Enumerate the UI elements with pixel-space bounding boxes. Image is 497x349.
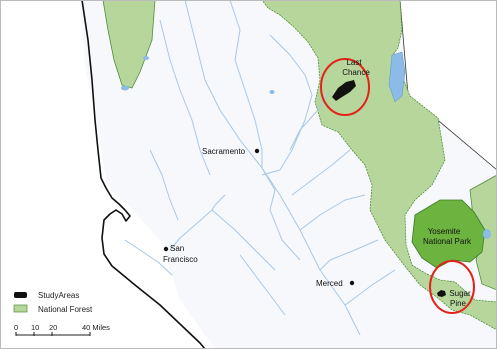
last-chance-label-line2: Chance	[342, 68, 370, 77]
scale-tick-0: 0	[14, 323, 18, 332]
scale-tick-10: 10	[31, 323, 39, 332]
merced-marker	[349, 280, 355, 286]
coastline	[81, 0, 206, 349]
lake-small-2	[143, 56, 149, 60]
sacramento-marker	[254, 148, 260, 154]
sugar-pine-study-area	[437, 290, 446, 297]
rivers	[124, 0, 396, 336]
sugar-pine-highlight-circle	[429, 260, 475, 314]
san-francisco-marker	[163, 246, 169, 252]
lake-east	[483, 229, 491, 239]
merced-label: Merced	[316, 279, 343, 288]
yosemite-label-line2: National Park	[423, 237, 472, 246]
san-francisco-label-line1: San	[170, 244, 184, 253]
scale-bar: 0 10 20 40 Miles	[14, 323, 110, 336]
lake-tahoe	[388, 51, 406, 103]
san-francisco-label-line2: Francisco	[163, 255, 198, 264]
lake-small-3	[269, 90, 275, 94]
sugar-pine-label-line1: Sugar	[449, 289, 471, 298]
lake-small-1	[121, 85, 129, 91]
last-chance-label-line1: Last	[346, 58, 362, 67]
yosemite-national-park	[411, 199, 486, 269]
last-chance-highlight-circle	[320, 58, 370, 116]
legend: StudyAreas National Forest	[13, 291, 93, 314]
scale-tick-40: 40 Miles	[82, 323, 110, 332]
sugar-pine-label-line2: Pine	[450, 299, 467, 308]
last-chance-study-area	[332, 80, 356, 101]
yosemite-label-line1: Yosemite	[428, 227, 461, 236]
legend-national-forest-label: National Forest	[38, 305, 93, 314]
sacramento-label: Sacramento	[202, 147, 246, 156]
national-forest-north-coast	[102, 0, 156, 89]
legend-study-areas-swatch	[14, 292, 27, 298]
scale-tick-20: 20	[49, 323, 57, 332]
legend-national-forest-swatch	[13, 304, 28, 313]
legend-study-areas-label: StudyAreas	[38, 291, 79, 300]
